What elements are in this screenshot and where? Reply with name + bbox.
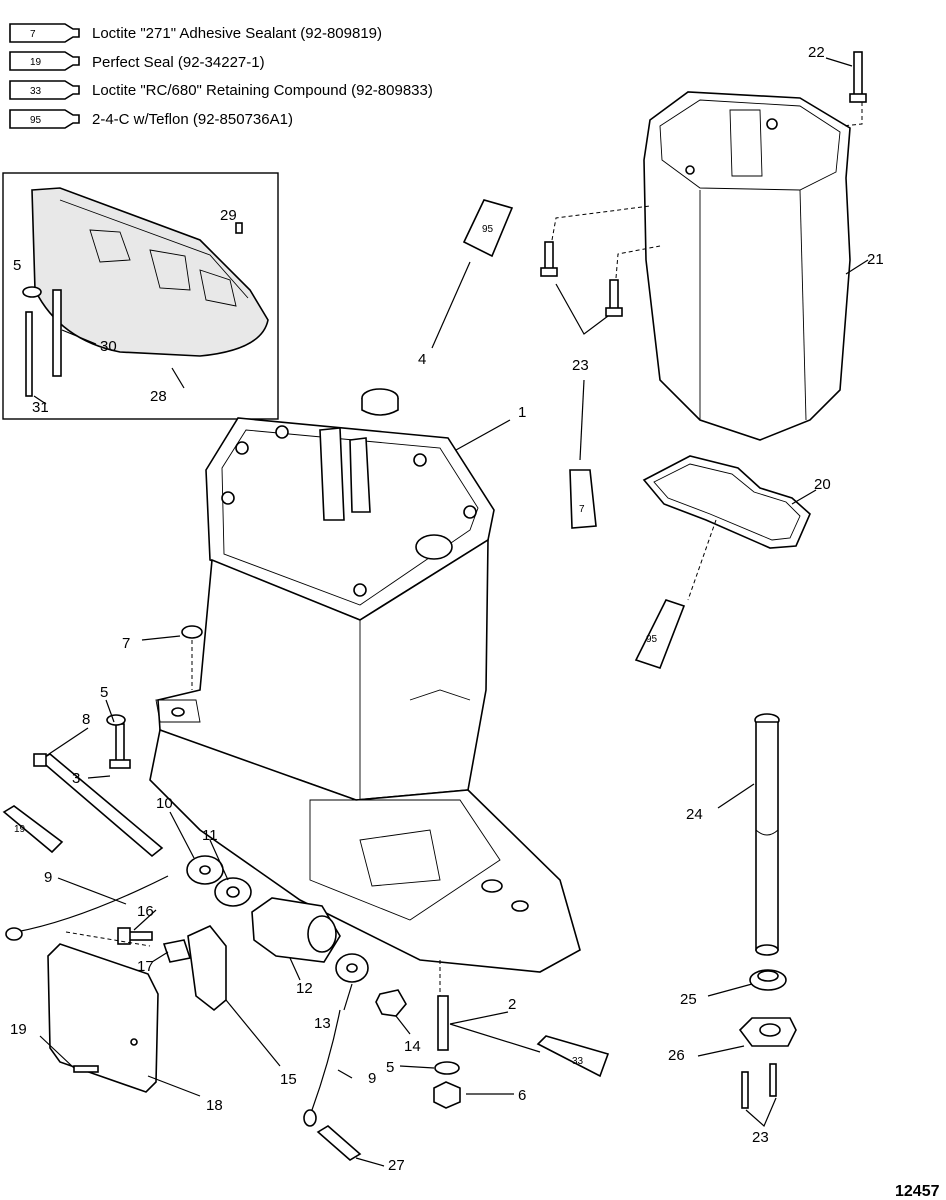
legend-row-7: 7 Loctite "271" Adhesive Sealant (92-809… — [9, 23, 382, 43]
callout-23-lower: 23 — [752, 1129, 769, 1146]
callout-17: 17 — [137, 958, 154, 975]
tube-95-upper-code: 95 — [482, 224, 494, 235]
callout-31: 31 — [32, 399, 49, 416]
callout-4: 4 — [418, 351, 426, 368]
legend-text-19: Perfect Seal (92-34227-1) — [92, 54, 265, 71]
tube-95-lower-code: 95 — [646, 634, 658, 645]
adapter-plate — [643, 91, 851, 441]
legend-row-33: 33 Loctite "RC/680" Retaining Compound (… — [9, 80, 433, 100]
screw-3 — [106, 714, 131, 769]
legend-code-7: 7 — [30, 29, 36, 40]
callout-21: 21 — [867, 251, 884, 268]
legend-row-95: 95 2-4-C w/Teflon (92-850736A1) — [9, 109, 293, 129]
callout-2: 2 — [508, 996, 516, 1013]
callout-5-lower: 5 — [386, 1059, 394, 1076]
ground-strap-9 — [5, 875, 341, 1127]
sealant-legend: 7 Loctite "271" Adhesive Sealant (92-809… — [9, 23, 433, 129]
seal-housing — [738, 1017, 797, 1109]
legend-text-33: Loctite "RC/680" Retaining Compound (92-… — [92, 82, 433, 99]
legend-code-33: 33 — [30, 86, 42, 97]
callout-1: 1 — [518, 404, 526, 421]
bolt-22 — [849, 51, 867, 103]
tube-19: 19 — [2, 805, 64, 854]
callout-24: 24 — [686, 806, 703, 823]
inset-long-stud — [25, 311, 33, 397]
tube-95-upper: 95 — [462, 199, 514, 258]
callout-9-upper: 9 — [44, 869, 52, 886]
washer-5 — [434, 1061, 460, 1075]
tube-33-code: 33 — [572, 1056, 584, 1067]
callout-18: 18 — [206, 1097, 223, 1114]
grommet — [749, 969, 787, 991]
tube-19-code: 19 — [14, 824, 26, 835]
callout-10: 10 — [156, 795, 173, 812]
callout-14: 14 — [404, 1038, 421, 1055]
callout-5-upper: 5 — [100, 684, 108, 701]
callout-6: 6 — [518, 1087, 526, 1104]
washer-11 — [214, 877, 252, 907]
callout-28: 28 — [150, 388, 167, 405]
washer-13 — [335, 953, 369, 983]
stud-2 — [437, 995, 449, 1051]
washer-10 — [186, 855, 224, 885]
inset-box — [2, 172, 279, 420]
mount-12 — [251, 897, 341, 963]
bolt-16 — [117, 927, 153, 945]
callout-23-upper: 23 — [572, 357, 589, 374]
tube-33: 33 — [536, 1035, 610, 1078]
nut-6 — [433, 1081, 461, 1109]
callout-5-inset: 5 — [13, 257, 21, 274]
driveshaft-housing — [149, 417, 581, 973]
legend-text-7: Loctite "271" Adhesive Sealant (92-80981… — [92, 25, 382, 42]
callout-29: 29 — [220, 207, 237, 224]
cover-18 — [47, 943, 159, 1093]
callout-25: 25 — [680, 991, 697, 1008]
callout-15: 15 — [280, 1071, 297, 1088]
legend-code-95: 95 — [30, 115, 42, 126]
callout-30: 30 — [100, 338, 117, 355]
plug-7 — [181, 625, 203, 639]
legend-code-19: 19 — [30, 57, 42, 68]
callout-7: 7 — [122, 635, 130, 652]
tube-7-code: 7 — [579, 504, 585, 515]
bolts-23-upper — [540, 241, 623, 317]
legend-text-95: 2-4-C w/Teflon (92-850736A1) — [92, 111, 293, 128]
inset-washer — [22, 286, 42, 298]
callout-13: 13 — [314, 1015, 331, 1032]
callout-8: 8 — [82, 711, 90, 728]
callout-20: 20 — [814, 476, 831, 493]
plug-4 — [361, 388, 399, 416]
callout-labels: 1 2 3 4 5 5 5 6 7 8 9 9 10 11 12 13 14 1… — [10, 44, 884, 1174]
screw-19 — [73, 1065, 99, 1073]
callout-16: 16 — [137, 903, 154, 920]
tube-95-lower: 95 — [634, 599, 686, 670]
clamp-15 — [187, 925, 227, 1012]
callout-22: 22 — [808, 44, 825, 61]
clip-17 — [162, 939, 192, 963]
callout-12: 12 — [296, 980, 313, 997]
water-tube — [754, 713, 780, 956]
legend-row-19: 19 Perfect Seal (92-34227-1) — [9, 51, 265, 71]
inset-pin — [235, 222, 243, 234]
callout-26: 26 — [668, 1047, 685, 1064]
inset-stud — [52, 289, 62, 377]
bolt-27 — [316, 1125, 362, 1161]
callout-27: 27 — [388, 1157, 405, 1174]
leader-lines — [39, 57, 869, 1167]
figure-number: 12457 — [895, 1183, 940, 1200]
callout-19: 19 — [10, 1021, 27, 1038]
gasket — [642, 455, 811, 601]
callout-3: 3 — [72, 770, 80, 787]
callout-11: 11 — [202, 827, 218, 844]
nut-14 — [375, 989, 407, 1017]
tube-7: 7 — [569, 469, 597, 529]
callout-9-lower: 9 — [368, 1070, 376, 1087]
